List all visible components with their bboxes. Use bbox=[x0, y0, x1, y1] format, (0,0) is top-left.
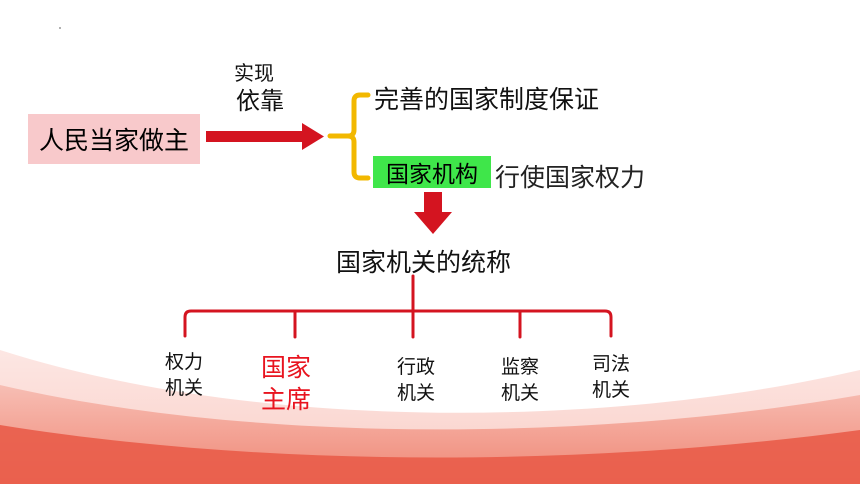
people-label: 人民当家做主 bbox=[38, 126, 189, 155]
general-term-label: 国家机关的统称 bbox=[336, 248, 512, 277]
organ-line2: 机关 bbox=[164, 377, 203, 399]
arrow-label-realize: 实现 bbox=[234, 61, 274, 85]
organ-line1: 国家 bbox=[260, 353, 311, 382]
organ-line2: 机关 bbox=[591, 379, 630, 401]
organ-supervisory: 监察 机关 bbox=[494, 354, 546, 406]
arrow-label-rely: 依靠 bbox=[236, 87, 284, 115]
state-organ-label: 国家机构 bbox=[386, 162, 478, 188]
organ-judicial: 司法 机关 bbox=[585, 351, 637, 403]
organ-tree bbox=[183, 274, 613, 339]
organ-line1: 司法 bbox=[591, 353, 630, 375]
organ-line1: 监察 bbox=[500, 356, 539, 378]
guarantee-text: 完善的国家制度保证 bbox=[374, 85, 600, 114]
organ-executive: 行政 机关 bbox=[390, 354, 442, 406]
organ-line2: 主席 bbox=[260, 385, 311, 414]
main-arrow bbox=[206, 123, 324, 150]
organ-line2: 机关 bbox=[500, 382, 539, 404]
state-organ-highlight: 国家机构 bbox=[373, 156, 491, 188]
exercise-power-text: 行使国家权力 bbox=[495, 163, 646, 192]
organ-president: 国家 主席 bbox=[254, 352, 318, 416]
organ-line1: 行政 bbox=[396, 356, 435, 378]
down-arrow bbox=[414, 192, 452, 234]
organ-line2: 机关 bbox=[396, 382, 435, 404]
people-master-box: 人民当家做主 bbox=[28, 114, 200, 164]
bracket-connector bbox=[327, 92, 371, 181]
organ-power: 权力 机关 bbox=[158, 349, 210, 401]
organ-line1: 权力 bbox=[164, 351, 203, 373]
